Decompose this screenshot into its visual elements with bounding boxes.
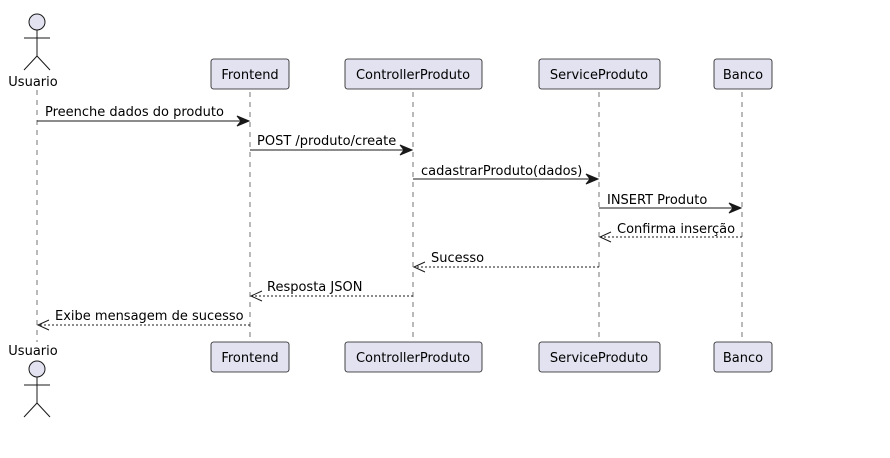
message-label: Confirma inserção [617, 222, 735, 237]
participant-frontend-top: Frontend [210, 58, 290, 90]
message-7: Resposta JSON [249, 280, 413, 302]
message-label: Exibe mensagem de sucesso [55, 309, 244, 324]
actor-head-icon [28, 360, 46, 378]
participant-frontend-bottom: Frontend [210, 341, 290, 373]
message-8: Exibe mensagem de sucesso [36, 309, 250, 331]
actor-label: Usuario [8, 344, 57, 359]
actor-usuario-bottom: Usuario [8, 344, 58, 418]
message-label: Resposta JSON [267, 280, 362, 295]
message-label: POST /produto/create [257, 134, 396, 149]
message-2: POST /produto/create [250, 134, 414, 156]
open-arrowhead-icon [598, 231, 612, 243]
actor-usuario-top: Usuario [8, 13, 58, 90]
message-label: Sucesso [431, 251, 484, 266]
message-6: Sucesso [412, 251, 599, 273]
participant-label: ControllerProduto [356, 68, 470, 83]
message-1: Preenche dados do produto [37, 105, 251, 127]
message-5: Confirma inserção [598, 222, 742, 243]
message-label: Preenche dados do produto [45, 105, 224, 120]
participant-controller-top: ControllerProduto [344, 58, 483, 90]
actor-label: Usuario [8, 75, 57, 90]
participant-label: Banco [723, 68, 763, 83]
actor-head-icon [28, 13, 46, 31]
participant-label: Banco [723, 351, 763, 366]
message-label: cadastrarProduto(dados) [421, 164, 582, 179]
participant-label: Frontend [221, 351, 278, 366]
arrowhead-icon [728, 202, 743, 214]
participant-banco-bottom: Banco [713, 341, 773, 373]
participant-label: ServiceProduto [550, 351, 648, 366]
open-arrowhead-icon [249, 290, 263, 302]
message-4: INSERT Produto [599, 193, 743, 214]
arrowhead-icon [585, 173, 600, 185]
open-arrowhead-icon [36, 319, 50, 331]
participant-label: Frontend [221, 68, 278, 83]
participant-service-top: ServiceProduto [538, 58, 661, 90]
participant-controller-bottom: ControllerProduto [344, 341, 483, 373]
arrowhead-icon [399, 144, 414, 156]
arrowhead-icon [236, 115, 251, 127]
participant-banco-top: Banco [713, 58, 773, 90]
message-3: cadastrarProduto(dados) [413, 164, 600, 185]
message-label: INSERT Produto [607, 193, 707, 208]
participant-label: ServiceProduto [550, 68, 648, 83]
participant-service-bottom: ServiceProduto [538, 341, 661, 373]
participant-label: ControllerProduto [356, 351, 470, 366]
lifelines [36, 90, 743, 342]
open-arrowhead-icon [412, 261, 426, 273]
